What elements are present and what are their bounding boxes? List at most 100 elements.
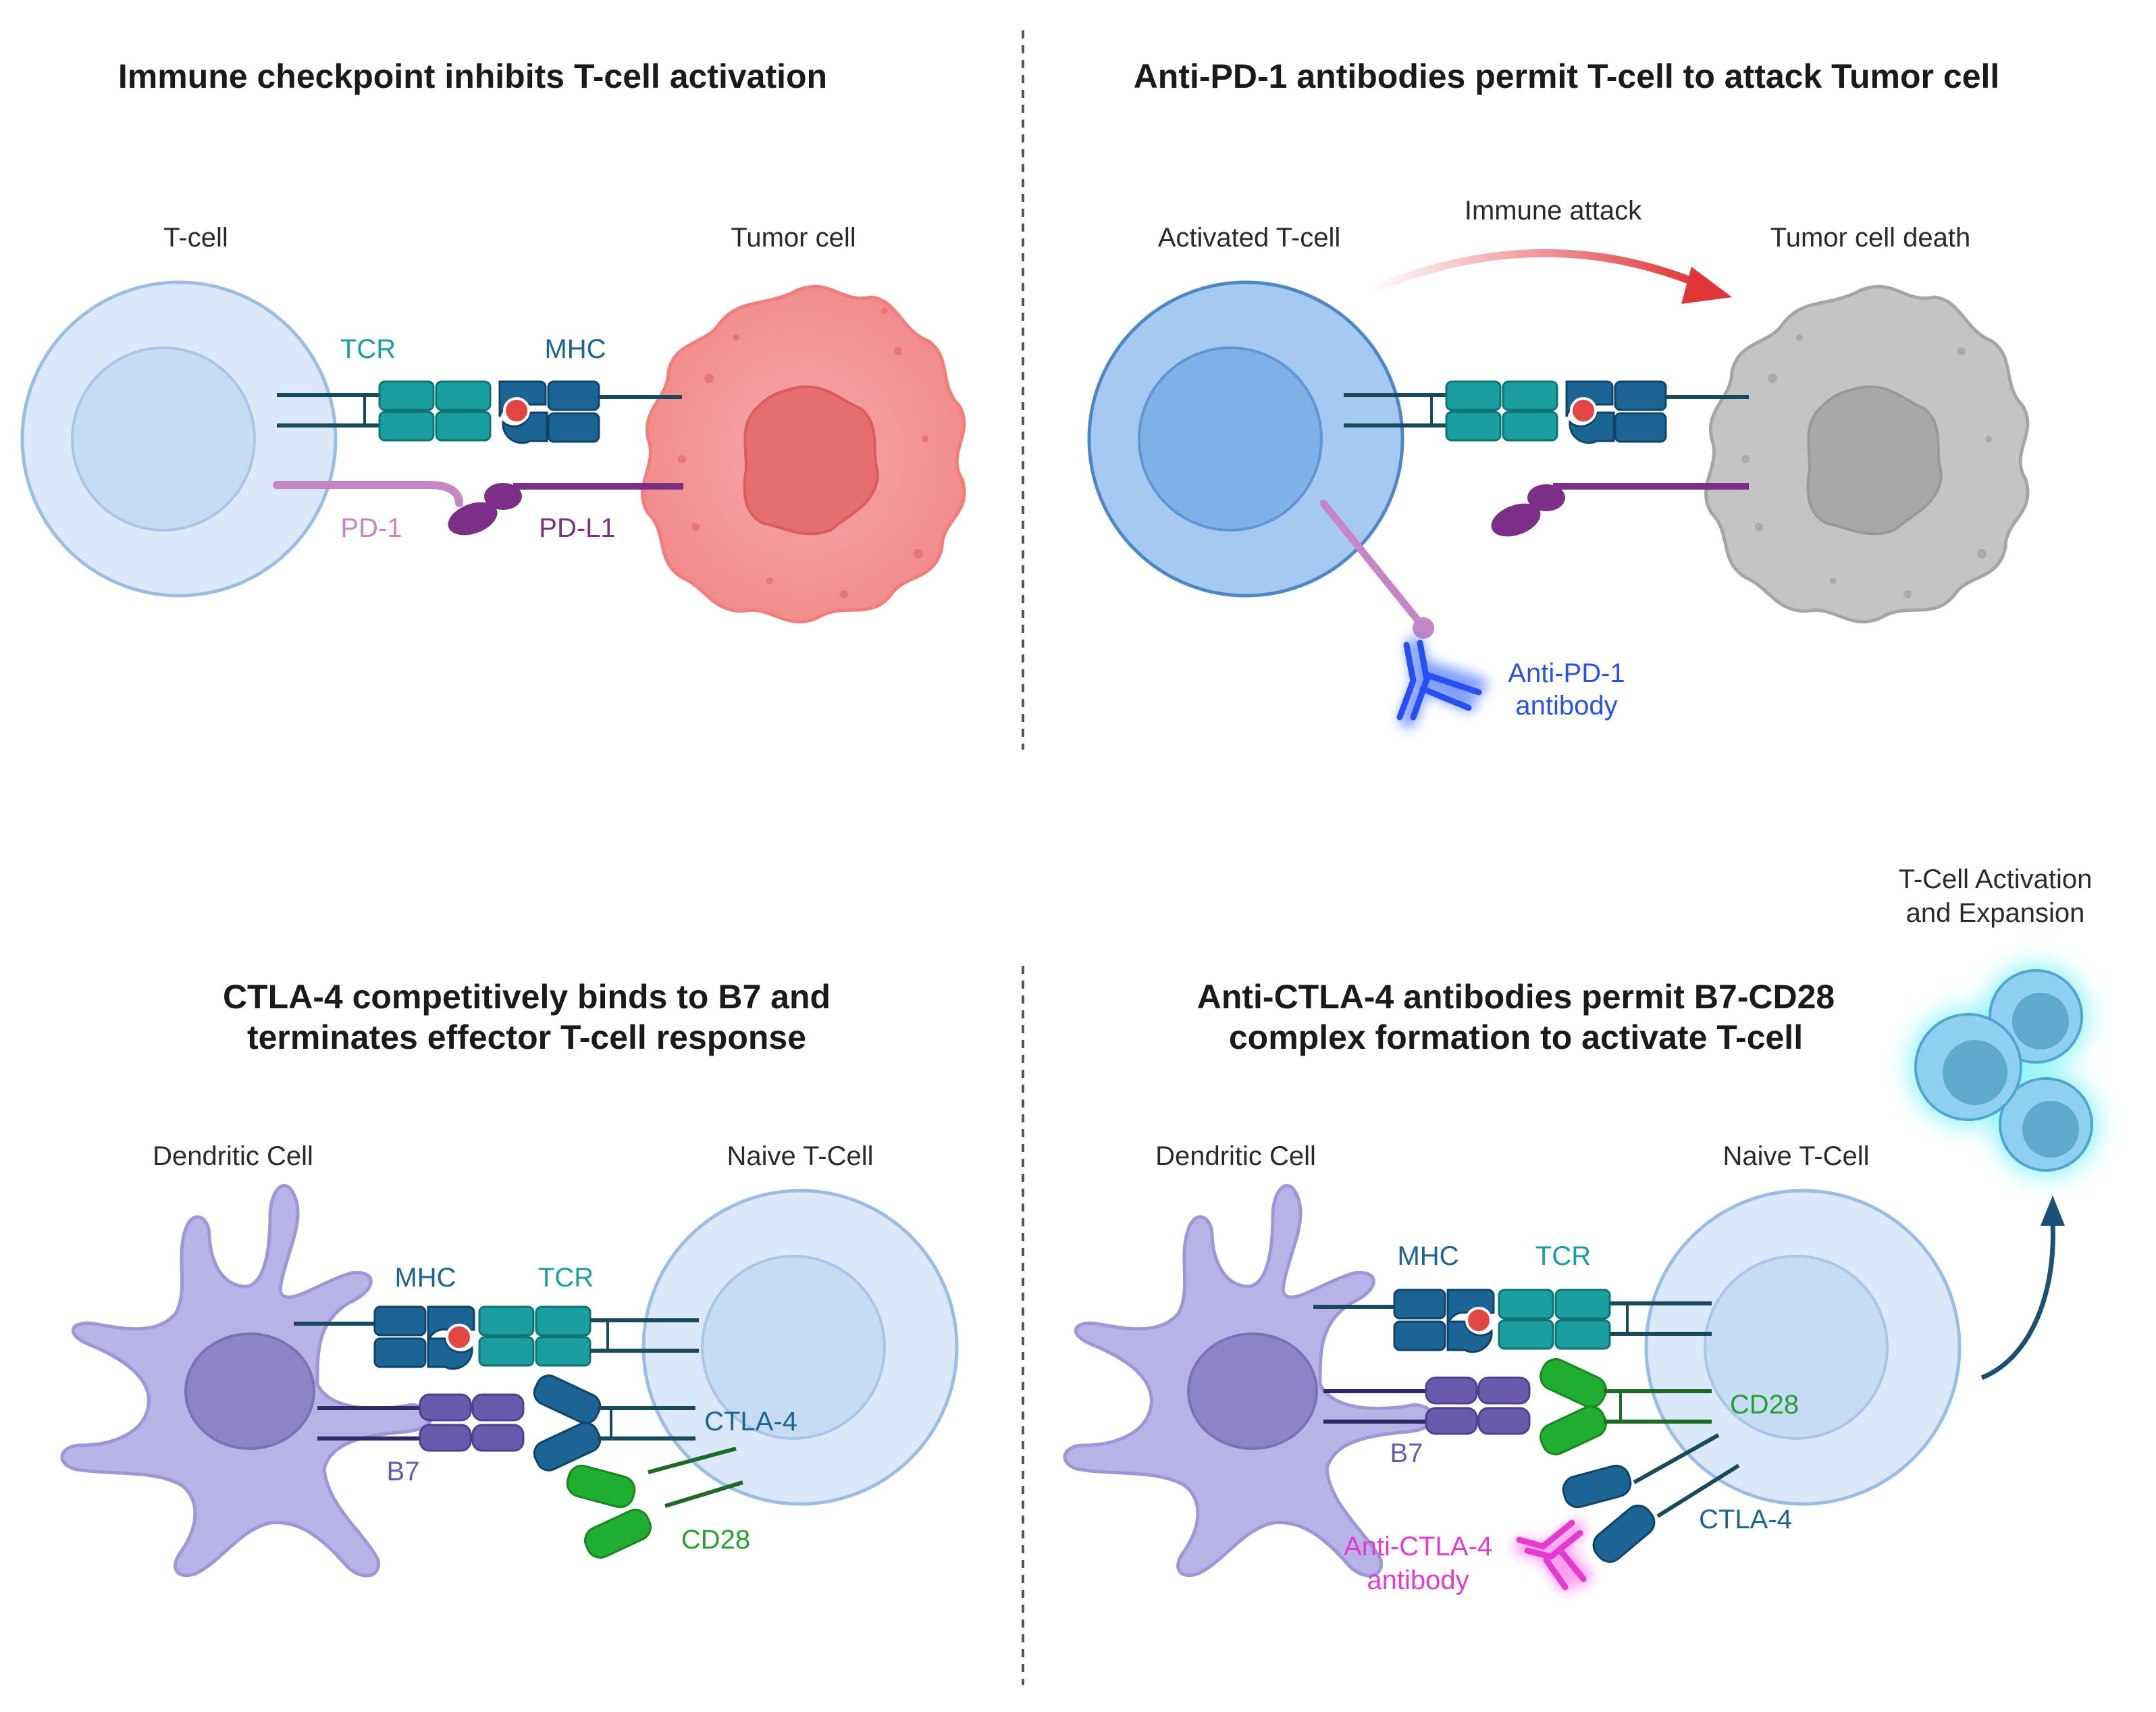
panel-title: complex formation to activate T-cell — [1229, 1018, 1803, 1056]
mhc-label: MHC — [394, 1263, 456, 1293]
b7-block — [471, 1424, 525, 1452]
tcr-block — [1498, 1319, 1554, 1350]
panel-title: Immune checkpoint inhibits T-cell activa… — [118, 57, 827, 95]
mhc-block — [1393, 1289, 1446, 1320]
b7-label: B7 — [1390, 1438, 1423, 1468]
tcr-block — [478, 1336, 535, 1367]
expanded-tcells — [1909, 964, 2099, 1177]
dead-tumor-cell — [1704, 284, 2030, 624]
cd28-label: CD28 — [681, 1525, 750, 1555]
pdl1-label: PD-L1 — [539, 513, 615, 543]
tcr-label: TCR — [340, 334, 396, 364]
tcr-block — [1554, 1289, 1611, 1320]
ctla4-block — [1562, 1464, 1632, 1509]
mhc-block — [547, 380, 600, 411]
ctla4-block — [533, 1374, 602, 1424]
tumor-death-label: Tumor cell death — [1770, 223, 1970, 253]
naive-tcell — [1644, 1189, 1962, 1506]
antigen — [1570, 397, 1597, 424]
cd28-label: CD28 — [1730, 1390, 1799, 1420]
tcr-label: TCR — [1535, 1241, 1591, 1271]
mhc-label: MHC — [1397, 1241, 1458, 1271]
activated-tcell-label: Activated T-cell — [1158, 223, 1341, 253]
mhc-block — [427, 1305, 475, 1343]
panel-title: Anti-PD-1 antibodies permit T-cell to at… — [1134, 57, 2000, 95]
cd28-receptor — [566, 1447, 743, 1559]
mhc-block — [502, 411, 548, 444]
dendritic-cell — [1063, 1184, 1436, 1578]
pd1-receptor — [273, 481, 463, 507]
tcr-block — [1502, 411, 1558, 442]
cd28-block — [1540, 1405, 1607, 1455]
anti-pd1-label: Anti-PD-1 — [1508, 658, 1625, 688]
panel-pd1-checkpoint: Immune checkpoint inhibits T-cell activa… — [20, 57, 966, 624]
ctla4-receptor — [1562, 1433, 1740, 1563]
pd1-receptor — [1319, 499, 1434, 639]
b7-block — [471, 1393, 525, 1422]
b7-label: B7 — [387, 1457, 420, 1486]
mhc-tcr-complex — [1313, 1289, 1712, 1353]
arrow-head — [2041, 1195, 2065, 1226]
mhc-block — [1569, 411, 1615, 444]
mhc-label: MHC — [544, 334, 606, 364]
dendritic-cell-label: Dendritic Cell — [153, 1141, 313, 1171]
mhc-tcr-complex — [294, 1305, 699, 1370]
b7-cd28-complex — [1323, 1358, 1712, 1455]
b7-block — [419, 1393, 472, 1422]
dendritic-cell-label: Dendritic Cell — [1155, 1141, 1316, 1171]
ctla4-block — [533, 1422, 602, 1472]
arrow-head — [1681, 267, 1732, 304]
mhc-block — [1446, 1289, 1495, 1326]
pd1-label: PD-1 — [340, 513, 402, 543]
antigen — [503, 397, 530, 424]
mhc-block — [373, 1305, 427, 1337]
panel-anti-pd1: Anti-PD-1 antibodies permit T-cell to at… — [1087, 57, 2030, 728]
b7-block — [1425, 1407, 1478, 1435]
tcr-block — [1554, 1319, 1611, 1350]
activated-tcell — [1087, 280, 1404, 598]
tumor-cell — [641, 284, 966, 624]
tcr-block — [435, 411, 492, 442]
tcr-block — [535, 1305, 591, 1337]
naive-tcell-label: Naive T-Cell — [727, 1141, 873, 1171]
anti-ctla4-label: Anti-CTLA-4 — [1344, 1532, 1492, 1561]
anti-ctla4-antibody — [1514, 1520, 1592, 1592]
mhc-block — [1614, 412, 1667, 443]
mhc-block — [427, 1337, 473, 1370]
naive-tcell — [641, 1189, 959, 1506]
b7-block — [1477, 1376, 1531, 1405]
tcr-mhc-complex — [1344, 380, 1749, 444]
ctla4-block — [1592, 1504, 1656, 1563]
antigen — [446, 1324, 473, 1351]
panel-anti-ctla4: Anti-CTLA-4 antibodies permit B7-CD28 co… — [1063, 864, 2099, 1595]
anti-ctla4-label: antibody — [1367, 1565, 1469, 1595]
expansion-label: T-Cell Activation — [1899, 864, 2093, 894]
tcr-block — [378, 380, 435, 411]
mhc-block — [547, 412, 600, 443]
tcr-label: TCR — [538, 1263, 594, 1293]
mhc-block — [373, 1337, 427, 1368]
pdl1-ligand — [448, 483, 683, 536]
panel-title: CTLA-4 competitively binds to B7 and — [223, 978, 831, 1016]
cd28-block — [566, 1464, 636, 1509]
mhc-block — [1446, 1320, 1493, 1353]
tcell-label: T-cell — [163, 223, 228, 253]
cd28-block — [584, 1509, 652, 1559]
b7-block — [1425, 1376, 1478, 1405]
dendritic-cell — [60, 1184, 433, 1578]
tcr-block — [1502, 380, 1558, 411]
mhc-block — [1393, 1320, 1446, 1351]
expansion-label: and Expansion — [1906, 898, 2085, 928]
tcr-block — [478, 1305, 535, 1337]
anti-pd1-label: antibody — [1515, 691, 1617, 721]
naive-tcell-label: Naive T-Cell — [1723, 1141, 1869, 1171]
immune-attack-arrow — [1369, 249, 1700, 294]
pdl1-ligand — [1491, 483, 1749, 537]
tcr-block — [1445, 380, 1502, 411]
ctla4-label: CTLA-4 — [1699, 1505, 1792, 1534]
anti-pd1-antibody — [1396, 636, 1488, 728]
b7-block — [1477, 1407, 1531, 1435]
immune-attack-label: Immune attack — [1465, 196, 1642, 226]
b7-block — [419, 1424, 472, 1452]
